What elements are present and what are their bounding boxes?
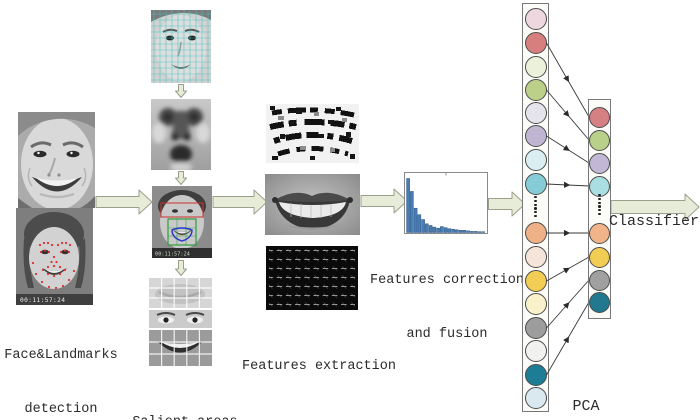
stage-label-pca: PCA [572, 398, 600, 415]
stage-label-detection: Face&Landmarks detection [4, 348, 118, 417]
landmarks-face-photo: 00:11:57:24 [16, 208, 93, 305]
stage-label-fusion: Features correction and fusion [370, 273, 524, 342]
pca-node [524, 364, 547, 386]
pca-node [524, 246, 547, 268]
mesh-face-image [151, 10, 211, 83]
mesh-grid-overlay [151, 10, 211, 83]
stage-label-classifier: Classifier [608, 213, 699, 230]
down-arrow-3 [175, 260, 187, 276]
histogram-bar [451, 229, 455, 233]
landmark-dots [31, 241, 76, 290]
pca-node [589, 106, 610, 128]
histogram-bar [462, 230, 467, 233]
histogram-bar [421, 219, 425, 233]
projection-line [546, 256, 590, 282]
pca-node [524, 8, 547, 30]
pca-node [524, 79, 547, 101]
projection-line [546, 279, 590, 329]
pca-node [524, 222, 547, 244]
lbp-pattern-image [266, 104, 359, 163]
histogram-bar [417, 214, 422, 233]
flow-arrow-2 [212, 189, 268, 215]
input-face-photo [18, 112, 95, 208]
projection-line [546, 89, 590, 141]
histogram-bar [406, 178, 410, 233]
pca-node [524, 102, 547, 124]
pca-node [524, 387, 547, 409]
pca-node [589, 222, 610, 244]
pca-node [524, 32, 547, 54]
histogram-bar [447, 228, 452, 233]
pca-node [589, 246, 610, 268]
ellipsis-dots-output [593, 194, 606, 216]
stage-label-extraction: Features extraction [242, 359, 396, 374]
histogram-bar [413, 207, 418, 233]
stage-label-salient: Salient areas definitude&obtain [110, 378, 260, 420]
flow-arrow-3 [360, 188, 408, 214]
histogram-bar [425, 223, 429, 233]
flow-arrow-4 [488, 191, 526, 217]
histogram-bar [481, 231, 485, 233]
ellipsis-dots-input [529, 196, 542, 218]
flow-arrow-output [610, 193, 700, 221]
pca-node [589, 152, 610, 174]
histogram-bars [406, 178, 485, 233]
mouth-detection-box [167, 218, 197, 246]
pca-node [524, 293, 547, 315]
histogram-bar [432, 226, 437, 233]
eyes-detection-box [160, 202, 204, 218]
fused-feature-histogram [404, 172, 488, 234]
pca-node [589, 269, 610, 291]
pca-node [589, 291, 610, 313]
histogram-bar [410, 191, 414, 233]
histogram-bar [455, 229, 459, 233]
histogram-bar [440, 226, 444, 233]
pca-node [524, 125, 547, 147]
flow-arrow-1 [95, 189, 153, 215]
video-timestamp: 00:11:57:24 [20, 297, 65, 304]
pca-output-column [588, 99, 611, 319]
down-arrow-2 [175, 171, 187, 185]
projection-line [546, 135, 590, 164]
histogram-bar [458, 230, 463, 233]
video-timestamp-2: 00:11:57:24 [155, 252, 190, 258]
pca-node [524, 149, 547, 171]
pca-node [524, 317, 547, 339]
histogram-bar [470, 231, 474, 233]
pca-node [524, 340, 547, 362]
pca-node [524, 173, 547, 195]
histogram-bar [466, 230, 470, 233]
filtered-face-image [151, 99, 211, 170]
pca-node [524, 270, 547, 292]
projection-line [546, 42, 590, 118]
histogram-bar [436, 227, 440, 233]
projection-line [546, 301, 590, 376]
mouth-contour [171, 227, 193, 242]
salient-patches-image [149, 278, 212, 366]
histogram-bar [428, 225, 433, 233]
mouth-patch-image [265, 174, 360, 235]
hog-map-image [266, 246, 358, 310]
pca-projection-arrows [546, 42, 590, 376]
histogram-bar [473, 231, 478, 233]
projection-line [546, 181, 590, 188]
histogram-bar [443, 227, 448, 233]
detected-face-image: 00:11:57:24 [152, 186, 212, 258]
pca-node [589, 129, 610, 151]
histogram-bar [477, 231, 482, 233]
down-arrow-1 [175, 84, 187, 98]
pca-node [524, 56, 547, 78]
